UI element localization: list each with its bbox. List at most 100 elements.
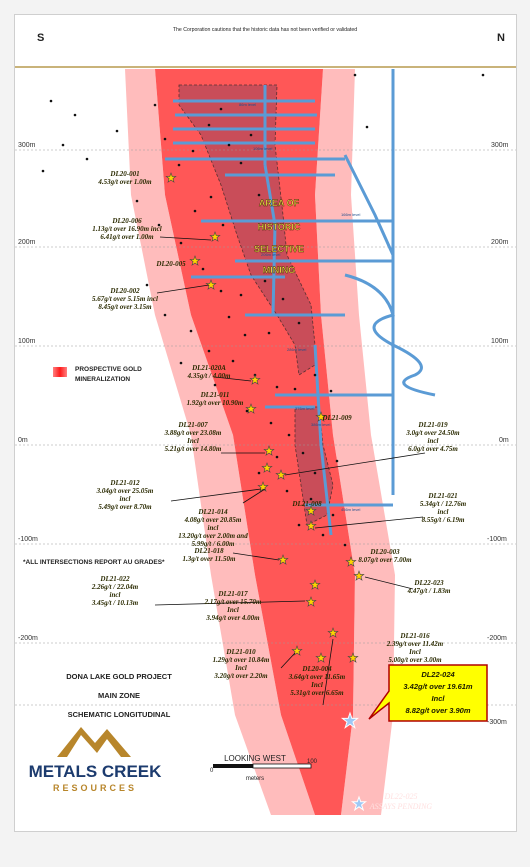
- svg-text:HISTORIC: HISTORIC: [258, 222, 301, 232]
- callout-star: [340, 711, 368, 812]
- svg-text:MAIN ZONE: MAIN ZONE: [98, 691, 140, 700]
- svg-text:5.34g/t / 12.76m: 5.34g/t / 12.76m: [420, 500, 467, 508]
- svg-text:DL20-002: DL20-002: [109, 287, 140, 295]
- project-title: DONA LAKE GOLD PROJECT MAIN ZONE SCHEMAT…: [66, 672, 172, 719]
- underground-workings: [165, 69, 436, 536]
- svg-text:300m: 300m: [491, 142, 509, 149]
- svg-text:5.31g/t over 6.65m: 5.31g/t over 6.65m: [290, 689, 344, 697]
- svg-text:0m: 0m: [499, 437, 509, 444]
- svg-text:incl: incl: [110, 591, 121, 599]
- svg-text:1.29g/t over 10.84m: 1.29g/t over 10.84m: [213, 656, 270, 664]
- dl22-024-callout: DL22-024 3.42g/t over 19.61m Incl 8.82g/…: [368, 664, 488, 722]
- level-label: 376m level: [295, 406, 314, 411]
- legend-label: MINERALIZATION: [75, 376, 130, 383]
- svg-text:DL20-006: DL20-006: [111, 217, 142, 225]
- svg-text:DL20-005: DL20-005: [155, 260, 186, 268]
- svg-text:DL20-004: DL20-004: [301, 665, 332, 673]
- svg-text:200m: 200m: [491, 239, 509, 246]
- svg-text:4.08g/t over 20.85m: 4.08g/t over 20.85m: [184, 516, 242, 524]
- hole-annotations: DL20-001 4.53g/t over 1.00m DL20-006 1.1…: [91, 170, 467, 697]
- svg-text:DONA LAKE GOLD PROJECT: DONA LAKE GOLD PROJECT: [66, 672, 172, 681]
- svg-text:DL22-024: DL22-024: [421, 670, 455, 679]
- svg-text:3.94g/t over 4.00m: 3.94g/t over 4.00m: [205, 614, 260, 622]
- svg-text:DL21-020A: DL21-020A: [191, 364, 226, 372]
- svg-text:incl: incl: [120, 495, 131, 503]
- svg-text:5.21g/t over 14.80m: 5.21g/t over 14.80m: [165, 445, 222, 453]
- svg-text:DL21-011: DL21-011: [200, 391, 230, 399]
- svg-text:100m: 100m: [491, 338, 509, 345]
- pending-hole-label: DL22-025: [384, 792, 418, 801]
- svg-text:2.26g/t / 22.04m: 2.26g/t / 22.04m: [91, 583, 139, 591]
- svg-text:2.17g/t over 15.70m: 2.17g/t over 15.70m: [204, 598, 262, 606]
- svg-text:DL21-009: DL21-009: [321, 414, 352, 422]
- elevation-labels: 300m 200m 100m 0m -100m -200m 300m 200m …: [18, 142, 509, 726]
- svg-text:0m: 0m: [18, 437, 28, 444]
- svg-text:DL21-021: DL21-021: [427, 492, 457, 500]
- svg-text:DL22-023: DL22-023: [413, 579, 444, 587]
- historic-area-label: AREA OF HISTORIC SELECTIVE MINING: [254, 198, 304, 275]
- svg-text:100m: 100m: [18, 338, 36, 345]
- svg-text:300m: 300m: [18, 142, 36, 149]
- scale-bar: 0 100 LOOKING WEST meters: [210, 754, 318, 782]
- level-label: 166m level: [341, 212, 360, 217]
- level-label: 106m level: [253, 146, 272, 151]
- svg-text:200m: 200m: [18, 239, 36, 246]
- svg-text:SELECTIVE: SELECTIVE: [254, 244, 304, 254]
- svg-text:3.20g/t over 2.20m: 3.20g/t over 2.20m: [213, 672, 268, 680]
- legend-swatch: [53, 367, 67, 377]
- level-label: 206m level: [261, 252, 280, 257]
- svg-text:incl: incl: [438, 508, 449, 516]
- svg-text:8.55g/t / 6.19m: 8.55g/t / 6.19m: [422, 516, 465, 524]
- svg-text:-100m: -100m: [18, 536, 38, 543]
- svg-text:Incl: Incl: [234, 664, 247, 672]
- svg-text:6.41g/t over 1.00m: 6.41g/t over 1.00m: [100, 233, 154, 241]
- level-label: 286m level: [287, 347, 306, 352]
- metals-creek-logo: METALS CREEK RESOURCES: [29, 727, 163, 793]
- svg-text:Incl: Incl: [186, 437, 199, 445]
- svg-text:DL21-017: DL21-017: [217, 590, 248, 598]
- svg-text:Incl: Incl: [408, 648, 421, 656]
- svg-text:3.88g/t over 23.08m: 3.88g/t over 23.08m: [164, 429, 222, 437]
- svg-text:3.45g/t / 10.13m: 3.45g/t / 10.13m: [91, 599, 139, 607]
- svg-text:METALS CREEK: METALS CREEK: [29, 762, 163, 781]
- svg-text:100: 100: [307, 759, 318, 765]
- svg-text:3.64g/t over 11.65m: 3.64g/t over 11.65m: [288, 673, 346, 681]
- svg-text:DL20-001: DL20-001: [109, 170, 139, 178]
- svg-text:AREA OF: AREA OF: [259, 198, 300, 208]
- svg-text:MINING: MINING: [263, 265, 296, 275]
- svg-text:meters: meters: [246, 776, 264, 782]
- leader-lines: [154, 236, 426, 706]
- svg-text:DL20-003: DL20-003: [369, 548, 400, 556]
- svg-text:6.0g/t over 4.75m: 6.0g/t over 4.75m: [408, 445, 458, 453]
- svg-text:1.92g/t over 10.90m: 1.92g/t over 10.90m: [187, 399, 244, 407]
- svg-text:8.07g/t over 7.00m: 8.07g/t over 7.00m: [358, 556, 412, 564]
- pending-status-label: ASSAYS PENDING: [369, 802, 433, 811]
- svg-text:5.00g/t over 3.00m: 5.00g/t over 3.00m: [388, 656, 442, 664]
- legend-label: PROSPECTIVE GOLD: [75, 366, 142, 373]
- svg-text:DL21-008: DL21-008: [291, 500, 322, 508]
- svg-text:incl: incl: [428, 437, 439, 445]
- svg-text:3.42g/t over 19.61m: 3.42g/t over 19.61m: [403, 682, 473, 691]
- drill-hole-pierce-points: [41, 73, 485, 547]
- svg-text:LOOKING WEST: LOOKING WEST: [224, 754, 286, 763]
- svg-text:DL21-016: DL21-016: [399, 632, 430, 640]
- svg-text:-100m: -100m: [487, 536, 507, 543]
- svg-text:SCHEMATIC LONGITUDINAL: SCHEMATIC LONGITUDINAL: [68, 710, 171, 719]
- svg-text:5.99g/t / 6.00m: 5.99g/t / 6.00m: [192, 540, 235, 548]
- south-label: S: [37, 32, 44, 44]
- svg-text:4.35g/t / 4.00m: 4.35g/t / 4.00m: [187, 372, 231, 380]
- svg-text:DL21-019: DL21-019: [417, 421, 448, 429]
- svg-text:5.49g/t over 8.70m: 5.49g/t over 8.70m: [98, 503, 152, 511]
- prospective-gold-band: [125, 69, 395, 815]
- svg-text:4.53g/t over 1.00m: 4.53g/t over 1.00m: [97, 178, 152, 186]
- north-label: N: [497, 32, 505, 44]
- svg-text:DL21-014: DL21-014: [197, 508, 228, 516]
- svg-text:1.3g/t over 11.50m: 1.3g/t over 11.50m: [183, 555, 236, 563]
- longitudinal-section: 86m level 106m level 166m level 206m lev…: [14, 14, 517, 832]
- svg-text:3.04g/t over 25.05m: 3.04g/t over 25.05m: [96, 487, 154, 495]
- level-label: 456m level: [341, 507, 360, 512]
- svg-text:incl: incl: [208, 524, 219, 532]
- intersection-stars: [165, 172, 365, 663]
- svg-text:Incl: Incl: [432, 694, 446, 703]
- level-label: 386m level: [311, 422, 330, 427]
